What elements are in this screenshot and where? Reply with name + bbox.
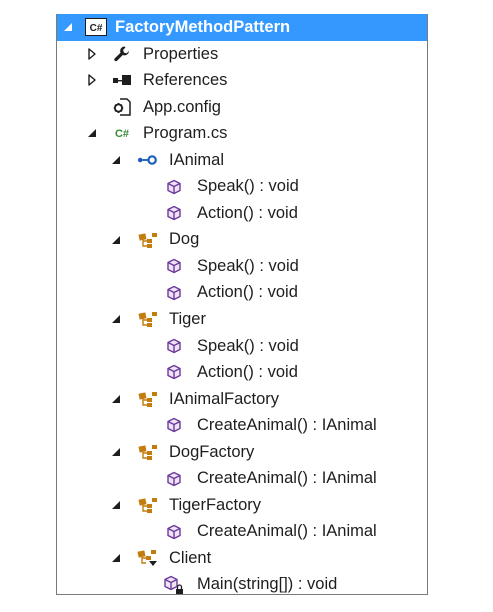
tree-node-label: IAnimalFactory — [169, 389, 280, 408]
class-icon — [137, 386, 159, 413]
class-icon — [137, 306, 159, 333]
tree-node-label: Speak() : void — [197, 336, 299, 355]
expanded-arrow-icon[interactable] — [109, 147, 123, 174]
tree-node-label: FactoryMethodPattern — [115, 18, 291, 36]
class-icon — [137, 226, 159, 253]
tree-node-label: Program.cs — [143, 124, 228, 143]
references-icon — [111, 67, 133, 94]
method-icon — [163, 518, 185, 545]
tree-node-label: Dog — [169, 230, 200, 249]
tree-node-label: Action() : void — [197, 283, 298, 302]
csharp-file-icon: C# — [111, 120, 133, 147]
expanded-arrow-icon[interactable] — [109, 545, 123, 572]
tree-node-label: Main(string[]) : void — [197, 575, 338, 594]
method-icon — [163, 333, 185, 360]
tree-node-dog[interactable]: Dog — [57, 226, 427, 253]
tree-node-label: CreateAnimal() : IAnimal — [197, 522, 377, 541]
tree-node-label: Properties — [143, 44, 219, 63]
tree-node-createanimal-ianimal[interactable]: CreateAnimal() : IAnimal — [57, 412, 427, 439]
expanded-arrow-icon[interactable] — [85, 120, 99, 147]
tree-node-createanimal-ianimal[interactable]: CreateAnimal() : IAnimal — [57, 465, 427, 492]
tree-node-label: CreateAnimal() : IAnimal — [197, 416, 377, 435]
csharp-project-icon: C# — [85, 14, 107, 41]
collapsed-arrow-icon[interactable] — [85, 41, 99, 68]
expanded-arrow-icon[interactable] — [109, 492, 123, 519]
method-icon — [163, 279, 185, 306]
tree-node-action-void[interactable]: Action() : void — [57, 359, 427, 386]
method-icon — [163, 253, 185, 280]
tree-node-dogfactory[interactable]: DogFactory — [57, 439, 427, 466]
tree-node-ianimalfactory[interactable]: IAnimalFactory — [57, 386, 427, 413]
tree-node-tigerfactory[interactable]: TigerFactory — [57, 492, 427, 519]
tree-node-properties[interactable]: Properties — [57, 41, 427, 68]
tree-node-label: Tiger — [169, 310, 206, 329]
svg-text:C#: C# — [115, 128, 129, 140]
method-icon — [163, 200, 185, 227]
tree-node-label: Client — [169, 548, 212, 567]
tree-node-ianimal[interactable]: IAnimal — [57, 147, 427, 174]
tree-node-factorymethodpattern[interactable]: C# FactoryMethodPattern — [57, 14, 427, 41]
tree-node-action-void[interactable]: Action() : void — [57, 200, 427, 227]
svg-text:C#: C# — [90, 23, 103, 34]
expanded-arrow-icon[interactable] — [109, 306, 123, 333]
expanded-arrow-icon[interactable] — [109, 226, 123, 253]
expanded-arrow-icon[interactable] — [109, 386, 123, 413]
interface-icon — [137, 147, 159, 174]
tree-node-label: Speak() : void — [197, 256, 299, 275]
tree-node-action-void[interactable]: Action() : void — [57, 279, 427, 306]
method-icon — [163, 359, 185, 386]
tree-node-program-cs[interactable]: C# Program.cs — [57, 120, 427, 147]
tree-node-label: App.config — [143, 97, 221, 116]
tree-node-speak-void[interactable]: Speak() : void — [57, 173, 427, 200]
collapsed-arrow-icon[interactable] — [85, 67, 99, 94]
method-icon — [163, 173, 185, 200]
class-icon — [137, 492, 159, 519]
tree-node-label: Action() : void — [197, 203, 298, 222]
tree-node-label: Action() : void — [197, 363, 298, 382]
class-icon — [137, 439, 159, 466]
tree-node-client[interactable]: Client — [57, 545, 427, 572]
tree-node-main-string-void[interactable]: Main(string[]) : void — [57, 571, 427, 598]
tree-node-references[interactable]: References — [57, 67, 427, 94]
wrench-icon — [111, 41, 133, 68]
tree-node-tiger[interactable]: Tiger — [57, 306, 427, 333]
internal-class-icon — [137, 545, 159, 572]
tree-node-speak-void[interactable]: Speak() : void — [57, 333, 427, 360]
private-method-icon — [163, 571, 185, 598]
tree-node-createanimal-ianimal[interactable]: CreateAnimal() : IAnimal — [57, 518, 427, 545]
method-icon — [163, 412, 185, 439]
method-icon — [163, 465, 185, 492]
tree-node-label: CreateAnimal() : IAnimal — [197, 469, 377, 488]
config-file-icon — [111, 94, 133, 121]
tree-node-label: DogFactory — [169, 442, 255, 461]
tree-node-speak-void[interactable]: Speak() : void — [57, 253, 427, 280]
expanded-arrow-icon[interactable] — [109, 439, 123, 466]
tree-node-label: TigerFactory — [169, 495, 261, 514]
tree-node-label: Speak() : void — [197, 177, 299, 196]
tree-node-label: IAnimal — [169, 150, 225, 169]
expanded-arrow-icon[interactable] — [61, 14, 75, 41]
tree-node-app-config[interactable]: App.config — [57, 94, 427, 121]
tree-node-label: References — [143, 71, 228, 90]
